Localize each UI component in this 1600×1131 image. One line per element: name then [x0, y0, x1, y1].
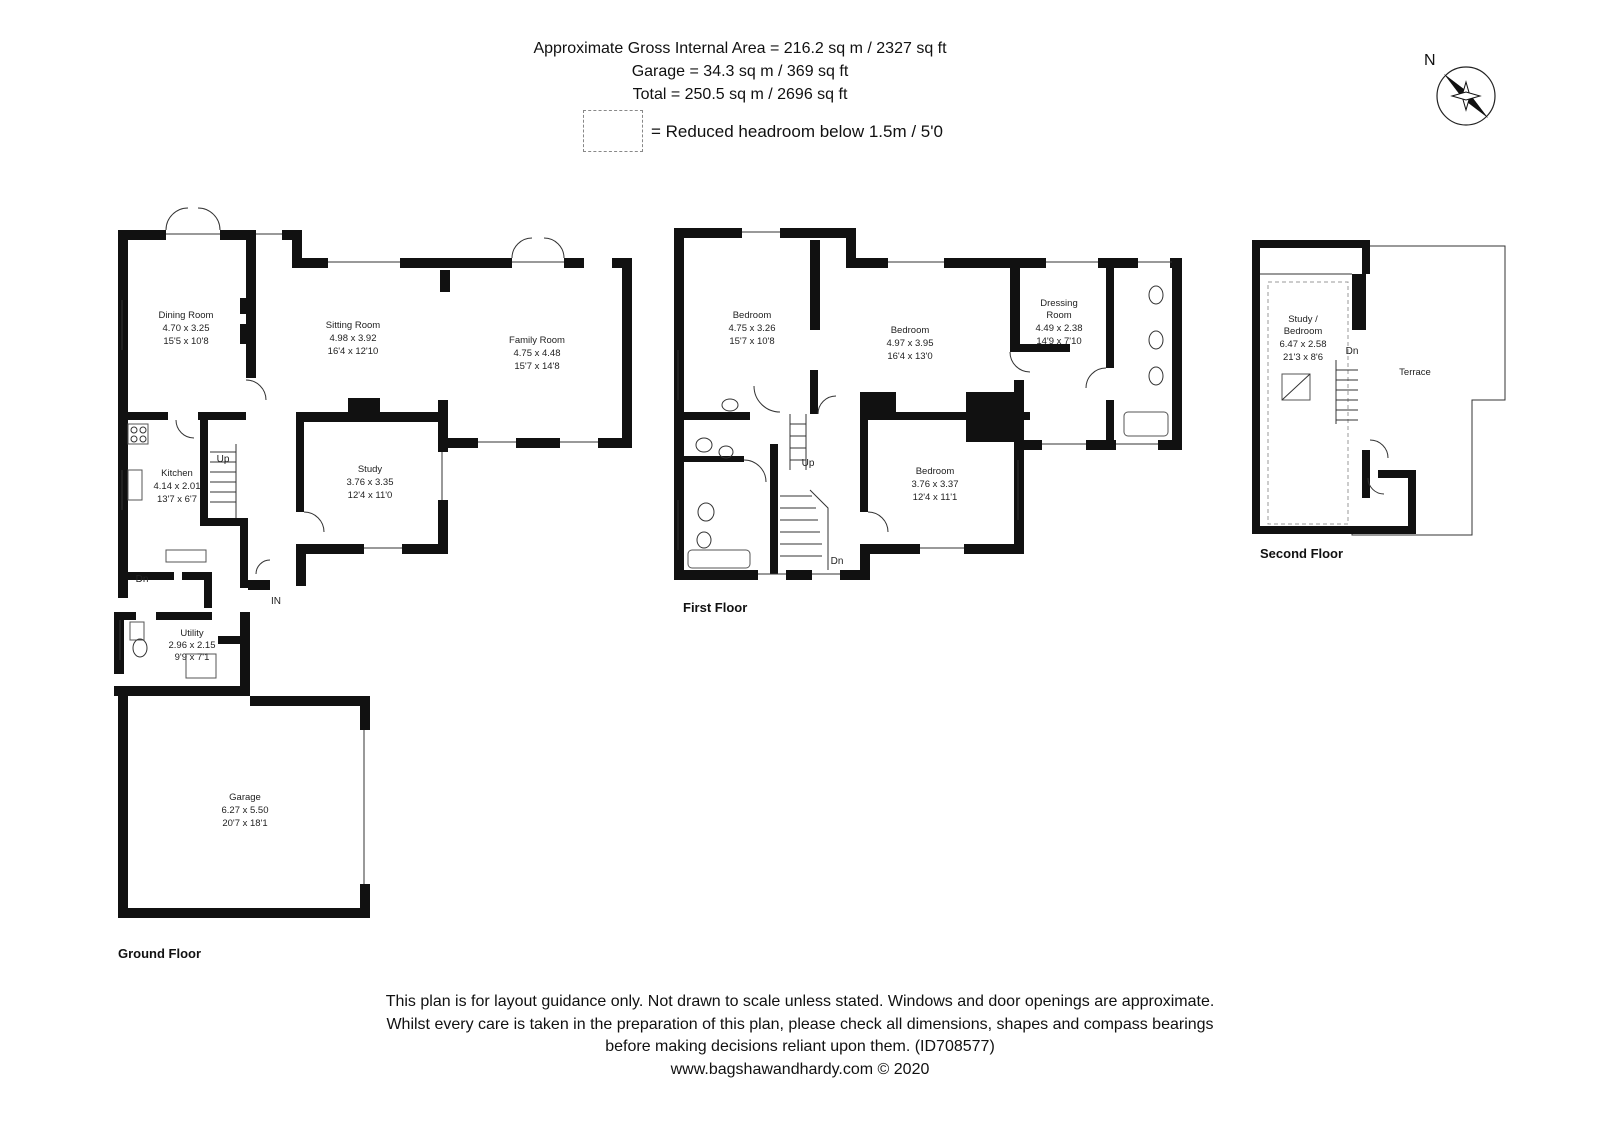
garage-imperial: 20'7 x 18'1 [222, 818, 267, 829]
entrance-in-label: IN [271, 596, 281, 607]
terrace-label: Terrace [1399, 367, 1431, 378]
first-floor-plan [674, 228, 1182, 580]
bedroom-1-imperial: 15'7 x 10'8 [729, 336, 774, 347]
kitchen-metric: 4.14 x 2.01 [153, 481, 200, 492]
dining-room-metric: 4.70 x 3.25 [162, 323, 209, 334]
dressing-metric: 4.49 x 2.38 [1035, 323, 1082, 334]
reduced-headroom-legend-text: = Reduced headroom below 1.5m / 5'0 [651, 122, 943, 141]
disclaimer-line-1: This plan is for layout guidance only. N… [385, 993, 1215, 1010]
compass-rose-icon [1436, 66, 1496, 126]
room-label-second-study: Study / Bedroom 6.47 x 2.58 21'3 x 8'6 [1279, 314, 1326, 363]
second-study-name-2: Bedroom [1284, 326, 1323, 337]
bedroom-3-name: Bedroom [916, 466, 955, 477]
study-name: Study [358, 464, 383, 475]
compass-north-label: N [1424, 52, 1436, 69]
disclaimer-line-2: Whilst every care is taken in the prepar… [386, 1015, 1214, 1033]
ground-floor-plan [114, 207, 632, 918]
kitchen-imperial: 13'7 x 6'7 [157, 494, 197, 505]
kitchen-name: Kitchen [161, 468, 193, 479]
family-room-name: Family Room [509, 335, 565, 346]
disclaimer: This plan is for layout guidance only. N… [250, 991, 1350, 1081]
reduced-headroom-legend-swatch [583, 110, 643, 152]
room-label-bedroom-2: Bedroom 4.97 x 3.95 16'4 x 13'0 [886, 325, 933, 362]
room-label-garage: Garage 6.27 x 5.50 20'7 x 18'1 [221, 792, 268, 829]
second-floor-plan [1252, 240, 1506, 536]
dining-room-imperial: 15'5 x 10'8 [163, 336, 208, 347]
room-label-bedroom-1: Bedroom 4.75 x 3.26 15'7 x 10'8 [728, 310, 775, 347]
second-stairs-down-label: Dn [1346, 346, 1359, 357]
second-floor-label: Second Floor [1260, 546, 1344, 561]
second-study-name-1: Study / [1288, 314, 1318, 325]
room-label-sitting: Sitting Room 4.98 x 3.92 16'4 x 12'10 [326, 320, 380, 357]
dressing-name-1: Dressing [1040, 298, 1078, 309]
ground-floor-label: Ground Floor [118, 946, 202, 961]
second-study-imperial: 21'3 x 8'6 [1283, 352, 1323, 363]
sitting-room-imperial: 16'4 x 12'10 [328, 346, 379, 357]
bedroom-3-metric: 3.76 x 3.37 [911, 479, 958, 490]
bedroom-1-name: Bedroom [733, 310, 772, 321]
bedroom-1-metric: 4.75 x 3.26 [728, 323, 775, 334]
family-room-imperial: 15'7 x 14'8 [514, 361, 559, 372]
study-metric: 3.76 x 3.35 [346, 477, 393, 488]
garage-metric: 6.27 x 5.50 [221, 805, 268, 816]
room-label-family: Family Room 4.75 x 4.48 15'7 x 14'8 [509, 335, 565, 372]
sitting-room-name: Sitting Room [326, 320, 380, 331]
sitting-room-metric: 4.98 x 3.92 [329, 333, 376, 344]
room-label-bedroom-3: Bedroom 3.76 x 3.37 12'4 x 11'1 [911, 466, 958, 503]
room-label-utility: Utility 2.96 x 2.15 9'9 x 7'1 [168, 628, 215, 663]
first-stairs-up-label: Up [802, 458, 815, 469]
ground-stairs-up-label: Up [217, 454, 230, 465]
bedroom-2-name: Bedroom [891, 325, 930, 336]
bedroom-3-imperial: 12'4 x 11'1 [913, 492, 958, 503]
website-copyright: www.bagshawandhardy.com © 2020 [670, 1060, 930, 1078]
total-area-text: Total = 250.5 sq m / 2696 sq ft [632, 86, 848, 103]
utility-imperial: 9'9 x 7'1 [175, 652, 210, 663]
garage-name: Garage [229, 792, 261, 803]
room-label-dining: Dining Room 4.70 x 3.25 15'5 x 10'8 [159, 310, 214, 347]
study-imperial: 12'4 x 11'0 [348, 490, 393, 501]
dining-room-name: Dining Room [159, 310, 214, 321]
garage-area-text: Garage = 34.3 sq m / 369 sq ft [631, 63, 849, 80]
room-label-study-ground: Study 3.76 x 3.35 12'4 x 11'0 [346, 464, 393, 501]
utility-name: Utility [180, 628, 203, 639]
room-label-dressing: Dressing Room 4.49 x 2.38 14'9 x 7'10 [1035, 298, 1082, 347]
dressing-name-2: Room [1046, 310, 1071, 321]
disclaimer-line-3: before making decisions reliant upon the… [605, 1038, 995, 1055]
gross-area-text: Approximate Gross Internal Area = 216.2 … [533, 40, 947, 57]
bedroom-2-metric: 4.97 x 3.95 [886, 338, 933, 349]
first-stairs-down-label: Dn [831, 556, 844, 567]
second-study-metric: 6.47 x 2.58 [1279, 339, 1326, 350]
dressing-imperial: 14'9 x 7'10 [1036, 336, 1081, 347]
first-floor-label: First Floor [683, 600, 748, 615]
bedroom-2-imperial: 16'4 x 13'0 [887, 351, 932, 362]
ground-stairs-down-label: Dn [136, 574, 149, 585]
room-label-kitchen: Kitchen 4.14 x 2.01 13'7 x 6'7 [153, 468, 200, 505]
family-room-metric: 4.75 x 4.48 [513, 348, 560, 359]
utility-metric: 2.96 x 2.15 [168, 640, 215, 651]
